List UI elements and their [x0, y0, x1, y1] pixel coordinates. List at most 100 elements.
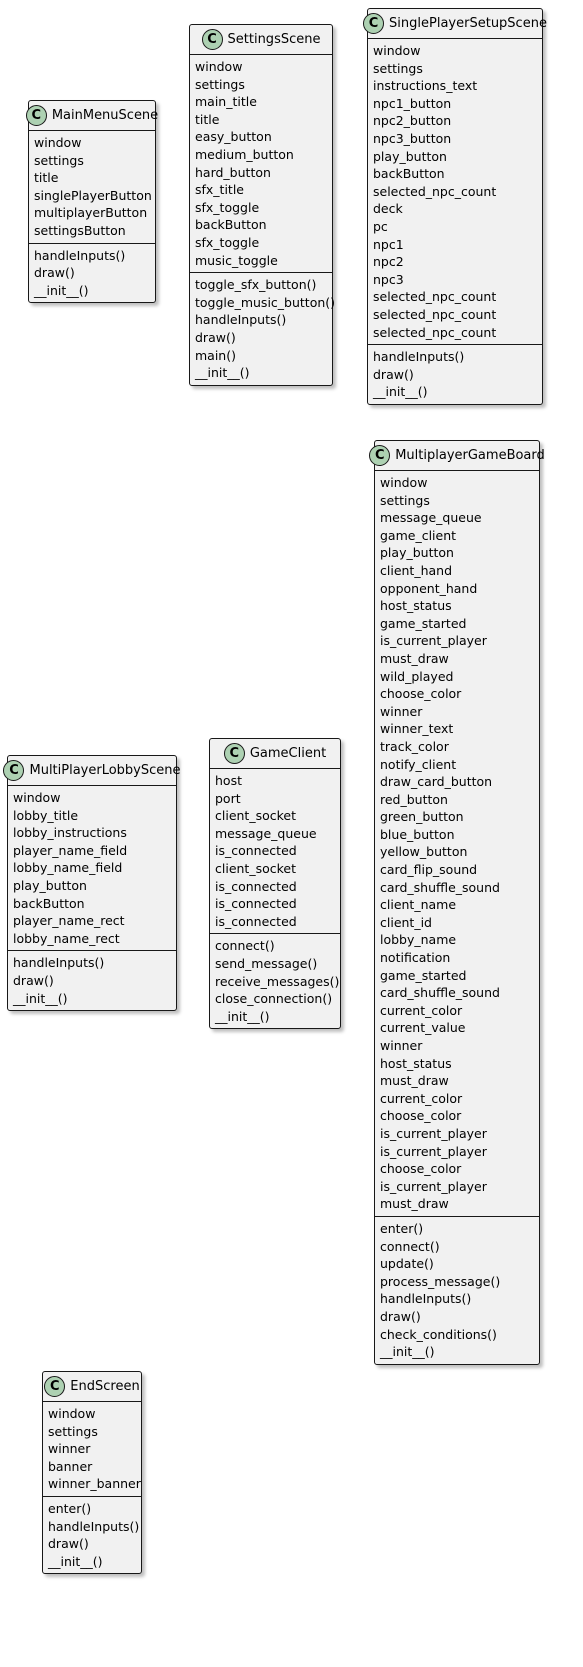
class-name: MultiplayerGameBoard [395, 448, 545, 463]
class-method: receive_messages() [215, 973, 340, 989]
class-field: must_draw [380, 1073, 449, 1089]
class-field: banner [48, 1458, 93, 1474]
class-field: play_button [13, 877, 87, 893]
class-field: choose_color [380, 1161, 462, 1177]
class-method: draw() [34, 265, 75, 281]
class-field: must_draw [380, 1196, 449, 1212]
class-field: yellow_button [380, 844, 468, 860]
class-field: npc3_button [373, 130, 452, 146]
class-field: selected_npc_count [373, 324, 497, 340]
class-field: card_shuffle_sound [380, 985, 500, 1001]
class-field: singlePlayerButton [34, 187, 152, 203]
class-method: __init__() [13, 990, 68, 1006]
class-field: message_queue [380, 510, 482, 526]
class-field: must_draw [380, 650, 449, 666]
class-field: music_toggle [195, 252, 278, 268]
class-method: draw() [48, 1536, 89, 1552]
class-field: main_title [195, 94, 257, 110]
class-field: lobby_title [13, 807, 79, 823]
class-methods-section: handleInputs()draw()__init__() [8, 950, 176, 1010]
class-header: C MultiPlayerLobbyScene [3, 756, 181, 786]
class-field: window [34, 135, 82, 150]
class-field: window [195, 59, 243, 74]
class-field: lobby_instructions [13, 825, 127, 841]
class-field: sfx_toggle [195, 199, 260, 215]
class-field: settingsButton [34, 222, 126, 238]
class-field: client_id [380, 914, 432, 930]
class-field: settings [195, 76, 245, 92]
class-field: npc1_button [373, 95, 452, 111]
class-field: is_connected [215, 878, 297, 894]
class-field: notify_client [380, 756, 457, 772]
class-method: check_conditions() [380, 1326, 497, 1342]
class-field: is_connected [215, 896, 297, 912]
class-field: play_button [380, 545, 454, 561]
class-method: enter() [380, 1220, 424, 1236]
class-field: title [195, 111, 220, 127]
class-name: MultiPlayerLobbyScene [29, 763, 181, 778]
class-field: selected_npc_count [373, 306, 497, 322]
class-badge-icon: C [3, 760, 25, 781]
class-field: is_current_player [380, 633, 487, 649]
class-method: handleInputs() [195, 312, 287, 328]
class-method: __init__() [34, 282, 89, 298]
class-method: handleInputs() [373, 349, 465, 365]
class-field: current_color [380, 1002, 463, 1018]
class-field: game_started [380, 615, 467, 631]
class-field: client_socket [215, 860, 296, 876]
class-badge-icon: C [25, 105, 47, 126]
class-field: window [373, 43, 421, 58]
class-field: selected_npc_count [373, 183, 497, 199]
class-field: winner_text [380, 721, 454, 737]
class-methods-section: enter()handleInputs()draw()__init__() [43, 1495, 141, 1573]
class-field: is_current_player [380, 1143, 487, 1159]
class-field: lobby_name_rect [13, 930, 120, 946]
class-field: choose_color [380, 1108, 462, 1124]
class-method: enter() [48, 1500, 92, 1516]
class-badge-icon: C [369, 445, 391, 466]
class-methods-section: connect()send_message()receive_messages(… [210, 933, 340, 1028]
class-method: draw() [195, 329, 236, 345]
class-field: is_current_player [380, 1178, 487, 1194]
class-field: settings [34, 152, 84, 168]
class-methods-section: handleInputs()draw()__init__() [368, 344, 542, 404]
class-header: C MultiplayerGameBoard [369, 441, 545, 471]
class-method: update() [380, 1256, 434, 1272]
class-method: draw() [380, 1308, 421, 1324]
class-field: port [215, 790, 241, 806]
class-field: track_color [380, 738, 449, 754]
class-field: pc [373, 218, 388, 234]
class-field: window [48, 1406, 96, 1421]
class-field: backButton [195, 217, 267, 233]
class-methods-section: enter()connect()update()process_message(… [375, 1215, 539, 1364]
class-method: process_message() [380, 1273, 501, 1289]
class-name: MainMenuScene [51, 108, 159, 123]
class-field: winner [48, 1441, 91, 1457]
class-badge-icon: C [201, 29, 223, 50]
class-field: winner_banner [48, 1476, 141, 1492]
class-method: __init__() [215, 1008, 270, 1024]
class-method: __init__() [380, 1344, 435, 1360]
class-method: draw() [13, 972, 54, 988]
class-method: connect() [215, 938, 275, 954]
class-field: host_status [380, 598, 452, 614]
class-field: settings [48, 1423, 98, 1439]
class-header: C MainMenuScene [25, 101, 159, 131]
class-name: SinglePlayerSetupScene [389, 16, 547, 31]
class-field: medium_button [195, 146, 294, 162]
class-field: client_name [380, 897, 457, 913]
class-field: deck [373, 201, 403, 217]
class-field: settings [380, 492, 430, 508]
